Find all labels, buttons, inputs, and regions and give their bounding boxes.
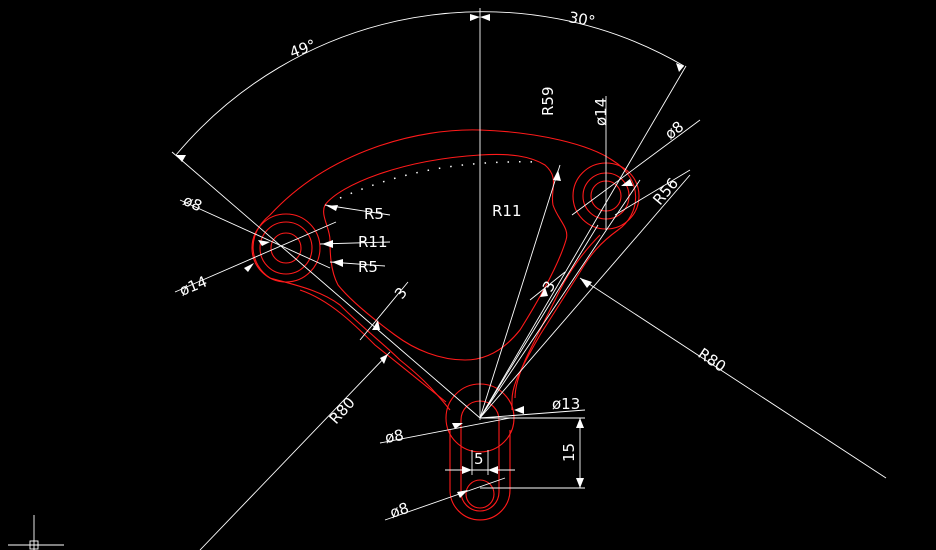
label-three-left: 3 (391, 284, 411, 303)
label-d8-top: ø8 (661, 117, 687, 143)
leader-d8-bottom-a (379, 417, 511, 444)
label-d13: ø13 (552, 395, 580, 413)
arrow-r5-b (332, 259, 343, 267)
arrow-15-bottom (576, 478, 584, 488)
arrow-r11 (553, 170, 561, 181)
leader-49deg (171, 151, 481, 419)
bottom-slot-outer (449, 430, 511, 521)
leader-30deg (479, 65, 687, 419)
leader-d14-left (174, 221, 337, 293)
label-r5-a: R5 (364, 205, 384, 223)
arrow-3-left (372, 320, 380, 330)
label-r80-right: R80 (695, 344, 730, 375)
arrow-top-a (470, 14, 480, 21)
arrow-15-top (576, 418, 584, 428)
arrow-d8-left (258, 240, 270, 246)
label-d14-top: ø14 (592, 98, 610, 126)
right-rib-offset (514, 234, 601, 399)
arrow-r80-left (380, 354, 388, 364)
arrow-5-right (488, 466, 498, 474)
leader-r56 (614, 169, 691, 216)
label-five: 5 (474, 450, 484, 468)
dotted-center-arc (339, 161, 541, 199)
label-r11-left: R11 (358, 233, 388, 251)
leader-d8-bottom-b (384, 477, 506, 521)
dim-3-left (359, 281, 409, 341)
arrow-d8-bottom-b (457, 490, 468, 498)
angle-arc (175, 11, 685, 156)
radial-d8-top (479, 179, 641, 419)
arrow-30-end (676, 63, 684, 72)
left-boss-outer (251, 213, 321, 283)
arrow-d8-bottom-a (452, 423, 463, 429)
label-r5-b: R5 (358, 258, 378, 276)
ucs-icon-box (29, 540, 39, 550)
arrow-top-b (480, 14, 490, 21)
dimension-texts: 49° 30° R59 ø14 ø8 R56 ø8 R5 R11 R11 R5 … (177, 8, 730, 522)
arrow-r11-left (322, 240, 333, 248)
part-geometry (251, 129, 640, 521)
leader-d13 (479, 409, 586, 419)
left-boss-mid (259, 221, 313, 275)
leader-r80-left (199, 351, 391, 550)
label-r80-left: R80 (326, 394, 359, 428)
leader-r80-right (579, 277, 887, 479)
arrow-5-left (462, 466, 472, 474)
radial-r56 (479, 174, 691, 419)
left-rib-offset (299, 289, 447, 403)
label-angle-30: 30° (567, 8, 596, 30)
leader-d8-top (571, 119, 701, 216)
arrow-d8-top (621, 179, 633, 186)
dim-3-right (529, 271, 566, 301)
label-d8-bottom-b: ø8 (388, 499, 411, 522)
label-d8-left: ø8 (180, 191, 204, 215)
arrow-d14-left (244, 263, 254, 272)
dimension-lines (8, 8, 887, 550)
arrow-49-end (176, 155, 186, 162)
label-d14-left: ø14 (177, 272, 210, 299)
arrow-d13 (514, 406, 524, 414)
bottom-slot-hole (465, 479, 495, 509)
arrow-r5-a (327, 205, 338, 211)
label-r56: R56 (649, 174, 682, 208)
arrow-3-right (540, 287, 548, 297)
outer-boundary (252, 129, 637, 411)
arrowheads (176, 14, 684, 498)
radial-r11 (479, 164, 561, 419)
label-r11-center: R11 (492, 202, 522, 220)
label-r59: R59 (539, 86, 557, 116)
inner-cutout (323, 153, 568, 361)
arrow-r80-right (580, 278, 592, 288)
left-boss-hole (270, 232, 302, 264)
label-angle-49: 49° (287, 36, 318, 62)
bottom-slot-inner (460, 400, 500, 512)
label-d8-bottom-a: ø8 (384, 426, 406, 447)
radial-r59 (479, 224, 599, 419)
label-fifteen: 15 (560, 443, 578, 462)
leader-d8-left (179, 199, 331, 269)
